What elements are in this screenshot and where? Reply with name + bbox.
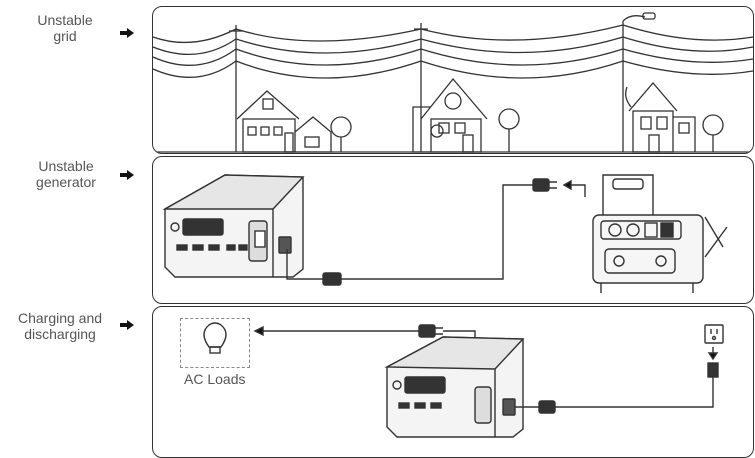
row-label-charging-discharging: Charging and discharging	[2, 310, 118, 342]
generator-illustration	[153, 157, 753, 303]
arrow-right-icon	[120, 170, 134, 180]
row-label-unstable-generator: Unstable generator	[16, 158, 116, 190]
arrow-right-icon	[120, 28, 134, 38]
grid-illustration	[153, 7, 753, 153]
arrow-right-icon	[120, 320, 134, 330]
grid-panel	[152, 6, 754, 154]
ac-loads-box	[180, 318, 250, 368]
ac-loads-label: AC Loads	[184, 371, 245, 387]
row-label-unstable-grid: Unstable grid	[20, 12, 110, 44]
generator-panel	[152, 156, 754, 304]
